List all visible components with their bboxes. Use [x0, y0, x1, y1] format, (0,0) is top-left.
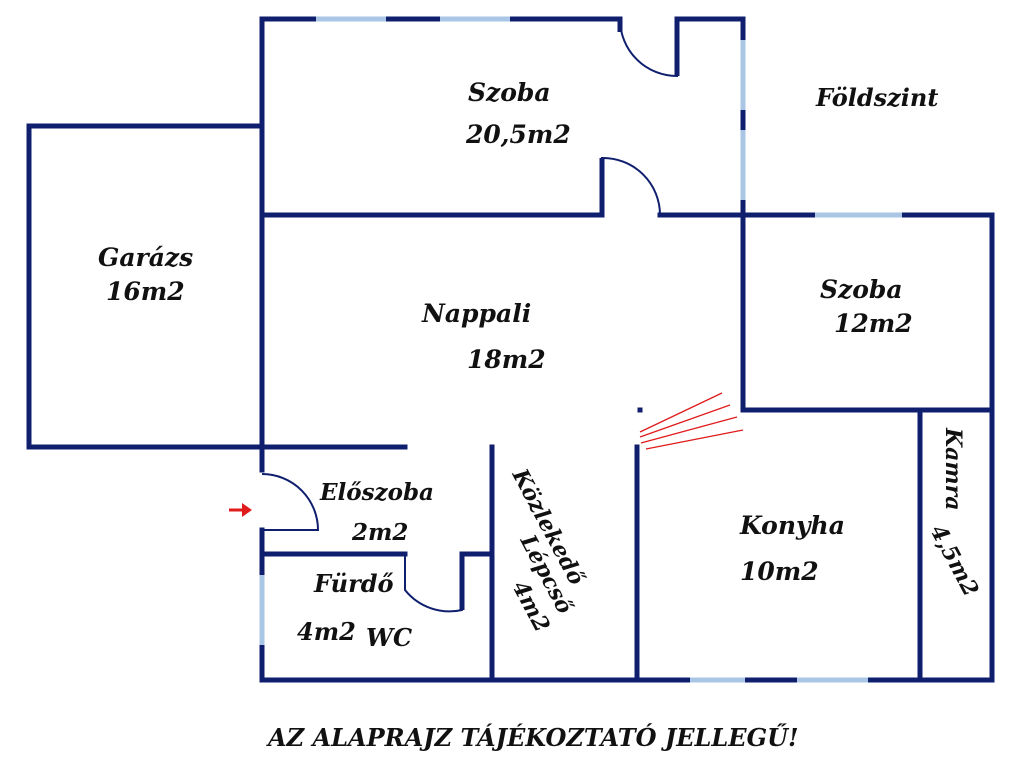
room-garazs-name: Garázs [98, 243, 193, 272]
room-konyha-name: Konyha [739, 511, 845, 540]
room-szoba-right-name: Szoba [820, 275, 903, 304]
room-konyha-area: 10m2 [740, 557, 819, 586]
room-garazs-area: 16m2 [106, 277, 185, 306]
door-szoba-nappali [601, 156, 661, 216]
room-furdo-wc: WC [366, 623, 412, 652]
room-kamra-area: 4,5m2 [925, 521, 984, 601]
floor-label: Földszint [815, 83, 938, 112]
entrance-arrow-icon [229, 503, 252, 517]
stair-line-2 [639, 404, 731, 438]
room-nappali-area: 18m2 [467, 345, 546, 374]
door-entrance [261, 473, 320, 531]
disclaimer-text: AZ ALAPRAJZ TÁJÉKOZTATÓ JELLEGŰ! [266, 723, 799, 752]
room-eloszoba-area: 2m2 [351, 519, 408, 546]
room-kamra-name: Kamra [940, 427, 966, 511]
stair-line-3 [640, 416, 738, 444]
room-eloszoba-name: Előszoba [319, 479, 434, 506]
room-szoba-right-area: 12m2 [834, 309, 913, 338]
room-furdo-name: Fürdő [313, 569, 394, 598]
room-furdo-area: 4m2 [297, 617, 356, 646]
windows [259, 16, 902, 683]
stair-lines [639, 392, 744, 450]
stair-line-4 [645, 429, 744, 450]
door-top-exterior [619, 19, 678, 78]
room-szoba-top-area: 20,5m2 [465, 120, 571, 149]
room-szoba-top-name: Szoba [468, 78, 551, 107]
door-furdo [404, 554, 463, 613]
room-nappali-name: Nappali [421, 299, 531, 328]
stair-line-1 [639, 392, 723, 433]
